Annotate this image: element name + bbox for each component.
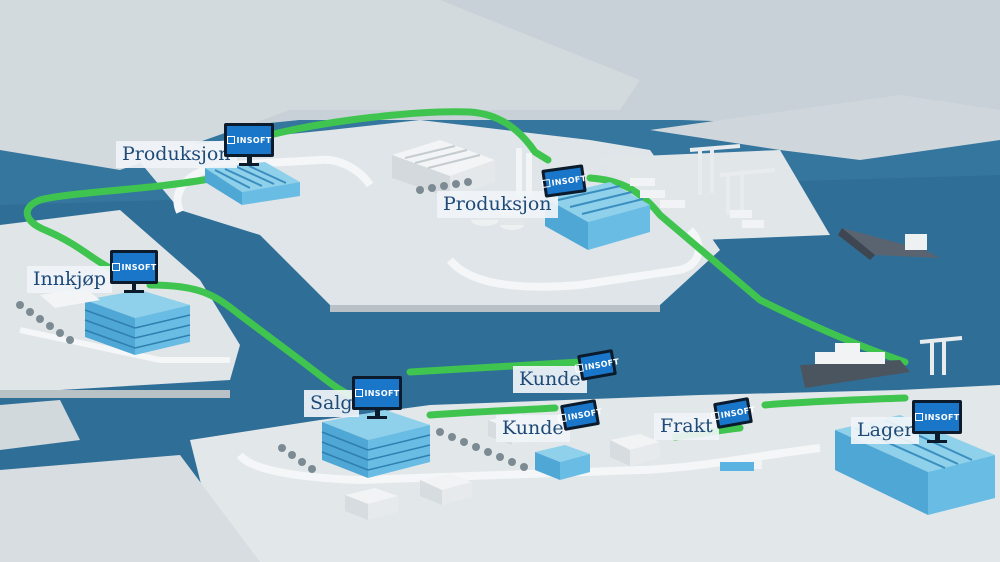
cargo-ship-2 xyxy=(800,343,910,388)
label-innkjop: Innkjøp xyxy=(27,266,112,293)
store-kunde xyxy=(535,445,590,480)
office-building-innkjop xyxy=(40,288,191,355)
label-produksjon-1: Produksjon xyxy=(116,141,237,168)
monitor-icon[interactable]: INSOFT xyxy=(224,123,274,166)
monitor-icon[interactable]: INSOFT xyxy=(541,164,587,198)
process-flow-lines xyxy=(24,108,909,441)
land-port xyxy=(595,150,830,240)
label-kunde-1: Kunde xyxy=(513,366,587,393)
factory-building-1 xyxy=(205,162,300,205)
truck xyxy=(720,460,762,471)
label-lager: Lager xyxy=(851,417,920,444)
land-top-left xyxy=(0,0,640,170)
label-produksjon-2: Produksjon xyxy=(437,191,558,218)
cargo-ship xyxy=(838,228,940,260)
label-frakt: Frakt xyxy=(654,413,719,440)
monitor-icon[interactable]: INSOFT xyxy=(110,250,158,293)
monitor-icon[interactable]: INSOFT xyxy=(912,400,962,443)
monitor-icon[interactable]: INSOFT xyxy=(352,376,402,419)
label-kunde-2: Kunde xyxy=(496,415,570,442)
office-building-salg xyxy=(321,410,431,478)
chimneys xyxy=(516,148,532,198)
label-salg: Salg xyxy=(304,390,359,417)
trees xyxy=(16,178,528,473)
port-cranes xyxy=(689,144,963,375)
